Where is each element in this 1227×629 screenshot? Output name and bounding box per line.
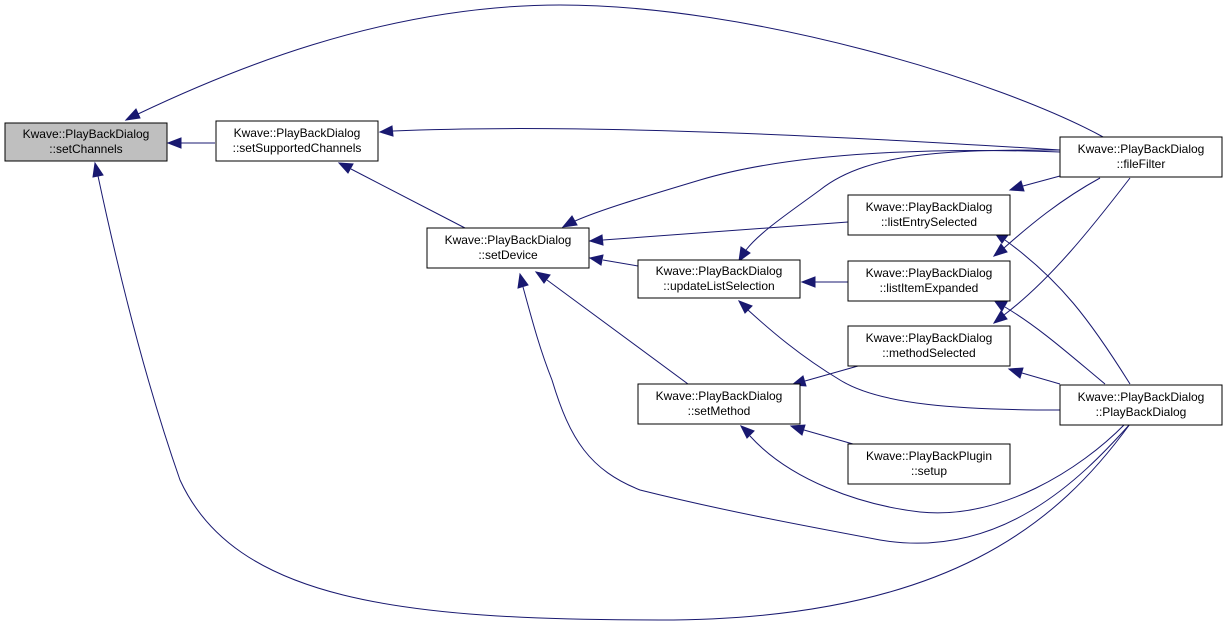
node-playbackdialog[interactable]: Kwave::PlayBackDialog ::PlayBackDialog (1059, 384, 1223, 426)
node-listentryselected-box (847, 194, 1011, 236)
edge-filefilter-to-methodselected (992, 177, 1131, 324)
node-setup-line2: ::setup (911, 464, 947, 478)
node-filefilter-line2: ::fileFilter (1117, 157, 1166, 171)
edge-setsupportedchannels-to-setchannels (166, 137, 215, 149)
node-setsupportedchannels-box (215, 120, 379, 162)
node-filefilter-line1: Kwave::PlayBackDialog (1078, 142, 1205, 156)
node-methodselected[interactable]: Kwave::PlayBackDialog ::methodSelected (847, 325, 1011, 367)
node-setsupportedchannels-line1: Kwave::PlayBackDialog (234, 126, 361, 140)
node-playbackdialog-box (1059, 384, 1223, 426)
node-listitemexpanded[interactable]: Kwave::PlayBackDialog ::listItemExpanded (847, 260, 1011, 302)
node-listentryselected-line1: Kwave::PlayBackDialog (866, 200, 993, 214)
node-setdevice-line2: ::setDevice (478, 248, 538, 262)
node-filefilter-box (1059, 136, 1223, 178)
node-setmethod-line1: Kwave::PlayBackDialog (656, 389, 783, 403)
node-setdevice-line1: Kwave::PlayBackDialog (445, 233, 572, 247)
node-updatelistselection[interactable]: Kwave::PlayBackDialog ::updateListSelect… (637, 259, 801, 299)
node-setup-box (847, 443, 1011, 485)
edge-setup-to-setmethod (789, 424, 861, 447)
edge-updatelistselection-to-setdevice (588, 254, 639, 267)
edges-layer (92, 4, 1131, 621)
edge-playbackdialog-to-setdevice (517, 272, 1131, 544)
edge-filefilter-to-setdevice (561, 149, 1061, 228)
edge-setmethod-to-setdevice (534, 271, 689, 385)
node-updatelistselection-line2: ::updateListSelection (663, 279, 774, 293)
node-setup[interactable]: Kwave::PlayBackPlugin ::setup (847, 443, 1011, 485)
node-listentryselected[interactable]: Kwave::PlayBackDialog ::listEntrySelecte… (847, 194, 1011, 236)
node-methodselected-box (847, 325, 1011, 367)
node-listitemexpanded-box (847, 260, 1011, 302)
nodes-layer: Kwave::PlayBackDialog ::setChannels Kwav… (4, 120, 1223, 485)
edge-filefilter-to-listitemexpanded (992, 177, 1101, 257)
node-listitemexpanded-line2: ::listItemExpanded (880, 281, 979, 295)
edge-playbackdialog-to-methodselected (1007, 367, 1061, 385)
edge-playbackdialog-to-listitemexpanded (992, 299, 1106, 385)
edge-listitemexpanded-to-updatelistselection (800, 276, 848, 288)
node-setdevice[interactable]: Kwave::PlayBackDialog ::setDevice (426, 227, 590, 269)
edge-playbackdialog-to-listentryselected (993, 232, 1131, 385)
edge-methodselected-to-setmethod (790, 365, 859, 387)
node-listentryselected-line2: ::listEntrySelected (881, 215, 977, 229)
node-setchannels-box (4, 122, 168, 162)
node-setmethod[interactable]: Kwave::PlayBackDialog ::setMethod (637, 383, 801, 425)
edge-filefilter-to-setsupportedchannels (378, 125, 1061, 151)
node-methodselected-line2: ::methodSelected (882, 346, 975, 360)
edge-listentryselected-to-setdevice (588, 221, 849, 246)
edge-filefilter-to-updatelistselection (738, 149, 1061, 263)
node-setchannels-line2: ::setChannels (49, 142, 122, 156)
edge-playbackdialog-to-setchannels (92, 161, 1131, 621)
node-setmethod-line2: ::setMethod (688, 404, 751, 418)
node-updatelistselection-line1: Kwave::PlayBackDialog (656, 264, 783, 278)
node-playbackdialog-line2: ::PlayBackDialog (1096, 405, 1187, 419)
node-listitemexpanded-line1: Kwave::PlayBackDialog (866, 266, 993, 280)
node-setdevice-box (426, 227, 590, 269)
edge-filefilter-to-listentryselected (1008, 175, 1061, 192)
node-setup-line1: Kwave::PlayBackPlugin (866, 449, 992, 463)
edge-filefilter-to-setchannels (124, 4, 1106, 139)
edge-setdevice-to-setsupportedchannels (337, 162, 466, 229)
node-setchannels-line1: Kwave::PlayBackDialog (23, 127, 150, 141)
node-setchannels[interactable]: Kwave::PlayBackDialog ::setChannels (4, 122, 168, 162)
node-setsupportedchannels[interactable]: Kwave::PlayBackDialog ::setSupportedChan… (215, 120, 379, 162)
edge-playbackdialog-to-updatelistselection (737, 300, 1061, 411)
node-setmethod-box (637, 383, 801, 425)
node-setsupportedchannels-line2: ::setSupportedChannels (233, 141, 362, 155)
node-updatelistselection-box (637, 259, 801, 299)
node-methodselected-line1: Kwave::PlayBackDialog (866, 331, 993, 345)
edge-playbackdialog-to-setmethod (739, 423, 1126, 514)
node-playbackdialog-line1: Kwave::PlayBackDialog (1078, 390, 1205, 404)
node-filefilter[interactable]: Kwave::PlayBackDialog ::fileFilter (1059, 136, 1223, 178)
